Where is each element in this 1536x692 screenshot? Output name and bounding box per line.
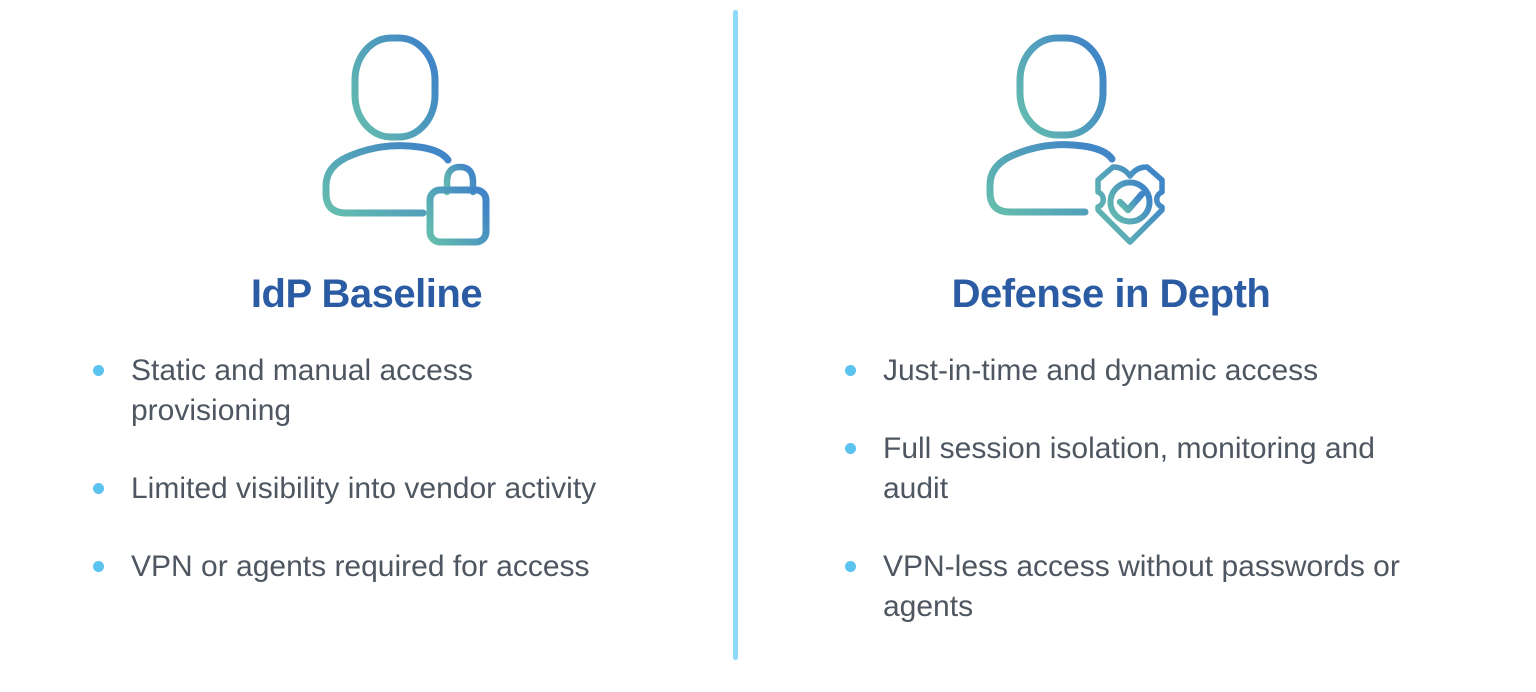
defense-icon-wrap [738,34,1536,246]
list-item: Static and manual access provisioning [93,351,631,431]
bullet-dot [845,365,856,376]
bullet-text: Limited visibility into vendor activity [131,472,597,505]
idp-icon-wrap [0,34,733,246]
bullet-text: VPN-less access without passwords or age… [883,550,1400,623]
bullet-dot [845,443,856,454]
bullet-dot [93,365,104,376]
bullet-text: Full session isolation, monitoring and a… [883,432,1375,505]
column-defense-in-depth: Defense in Depth Just-in-time and dynami… [738,0,1536,692]
bullet-dot [845,561,856,572]
column-title-defense-in-depth: Defense in Depth [951,272,1271,316]
bullet-dot [93,483,104,494]
column-idp-baseline: IdP Baseline Static and manual access pr… [0,0,733,692]
vertical-divider [733,10,738,660]
idp-bullet-list: Static and manual access provisioning Li… [93,351,631,587]
user-shield-check-icon [986,34,1165,245]
list-item: Full session isolation, monitoring and a… [845,429,1403,509]
list-item: Just-in-time and dynamic access [845,351,1403,391]
defense-bullet-list: Just-in-time and dynamic access Full ses… [845,351,1403,627]
bullet-text: VPN or agents required for access [131,550,590,583]
list-item: VPN-less access without passwords or age… [845,547,1403,627]
bullet-text: Just-in-time and dynamic access [883,354,1319,387]
column-title-idp-baseline: IdP Baseline [250,272,483,316]
list-item: Limited visibility into vendor activity [93,469,631,509]
user-lock-icon [322,34,490,246]
bullet-dot [93,561,104,572]
bullet-text: Static and manual access provisioning [131,354,473,427]
list-item: VPN or agents required for access [93,547,631,587]
